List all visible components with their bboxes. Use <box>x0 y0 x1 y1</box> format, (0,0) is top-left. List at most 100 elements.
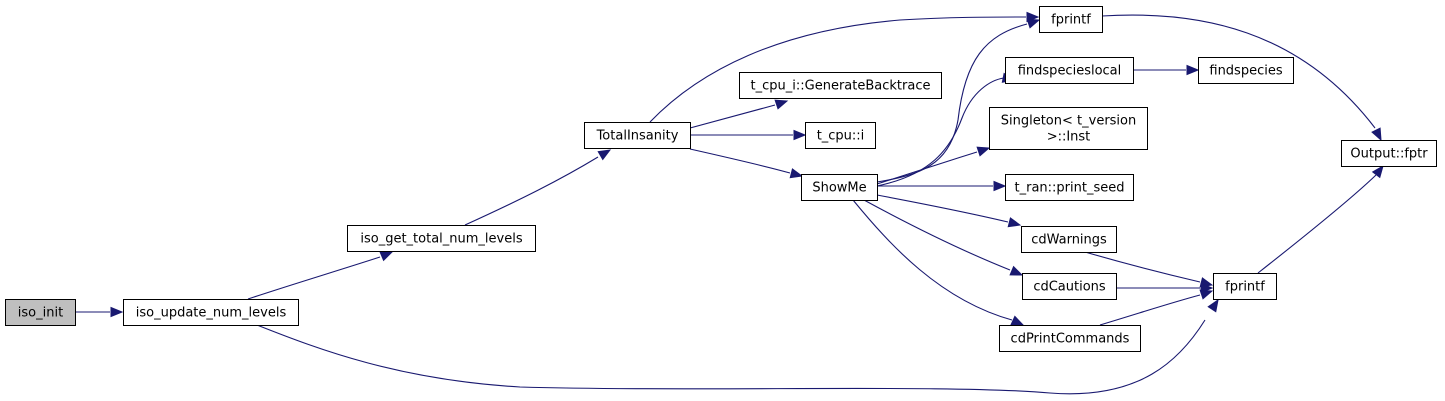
node-findspecies[interactable]: findspecies <box>1198 57 1294 84</box>
node-box[interactable] <box>989 107 1148 150</box>
node-label: fprintf <box>1051 13 1091 28</box>
node-findspecieslocal[interactable]: findspecieslocal <box>1005 57 1134 84</box>
arrowhead-icon <box>1199 289 1214 300</box>
edge-line <box>876 194 1009 223</box>
node-t-cpu-i[interactable]: t_cpu::i <box>805 122 876 149</box>
node-box[interactable] <box>123 299 299 326</box>
node-box[interactable] <box>1198 57 1294 84</box>
edge-line <box>1257 174 1377 274</box>
node-print-seed[interactable]: t_ran::print_seed <box>1005 174 1134 201</box>
node-label: TotalInsanity <box>596 129 679 144</box>
edge-TotalInsanity-to-ShowMe <box>689 148 804 179</box>
node-cdcautions[interactable]: cdCautions <box>1022 273 1117 300</box>
edge-ShowMe-to-SingletonInst <box>876 146 991 185</box>
edge-findspecieslocal-to-findspecies <box>1133 64 1200 76</box>
edge-line <box>876 23 1028 183</box>
arrowhead-icon <box>1026 18 1041 29</box>
node-box[interactable] <box>999 325 1141 352</box>
node-label: iso_init <box>18 306 63 321</box>
edge-line <box>689 104 776 129</box>
edge-line <box>1101 14 1376 129</box>
node-generatebacktrace[interactable]: t_cpu_i::GenerateBacktrace <box>739 72 942 99</box>
edge-line <box>852 199 1013 321</box>
node-iso-update-num-levels[interactable]: iso_update_num_levels <box>123 299 299 326</box>
node-box[interactable] <box>1005 174 1134 201</box>
arrowhead-icon <box>1007 217 1022 228</box>
edge-cdPrintCommands-to-fprintf_bottom <box>1099 289 1214 326</box>
node-output-fptr[interactable]: Output::fptr <box>1341 140 1437 167</box>
node-box[interactable] <box>1022 273 1117 300</box>
node-iso-get-total-num-levels[interactable]: iso_get_total_num_levels <box>347 225 536 252</box>
node-box[interactable] <box>5 299 76 326</box>
edge-fprintf_top-to-Output_fptr <box>1101 14 1382 142</box>
arrowhead-icon <box>1371 164 1384 179</box>
arrowhead-icon <box>110 306 124 318</box>
node-box[interactable] <box>1021 226 1117 253</box>
edge-ShowMe-to-print_seed <box>877 180 1007 192</box>
edge-line <box>256 319 1206 395</box>
node-label: t_cpu_i::GenerateBacktrace <box>751 79 931 94</box>
node-label: ShowMe <box>812 181 866 196</box>
arrowhead-icon <box>1207 298 1219 313</box>
node-box[interactable] <box>1341 140 1437 167</box>
node-label: t_cpu::i <box>817 129 865 144</box>
edge-TotalInsanity-to-t_cpu_i <box>690 129 807 141</box>
edge-ShowMe-to-cdWarnings <box>876 194 1022 228</box>
arrowhead-icon <box>976 146 991 157</box>
arrowhead-icon <box>1010 315 1025 326</box>
node-showme[interactable]: ShowMe <box>801 174 878 201</box>
node-box[interactable] <box>805 122 876 149</box>
arrowhead-icon <box>1186 64 1200 76</box>
arrowhead-icon <box>789 168 804 179</box>
edge-line <box>247 256 381 300</box>
node-label: cdWarnings <box>1031 233 1107 248</box>
arrowhead-icon <box>774 99 789 110</box>
node-fprintf-top[interactable]: fprintf <box>1039 6 1103 33</box>
arrowhead-icon <box>1371 127 1382 142</box>
edge-line <box>876 77 1005 187</box>
node-box[interactable] <box>801 174 878 201</box>
node-label: iso_update_num_levels <box>136 306 287 321</box>
edge-line <box>876 151 978 185</box>
edge-ShowMe-to-cdPrintCommands <box>852 199 1025 326</box>
node-label: cdPrintCommands <box>1011 332 1130 347</box>
node-label: findspecieslocal <box>1018 64 1122 79</box>
edge-fprintf_bottom-to-Output_fptr <box>1257 164 1384 274</box>
node-box[interactable] <box>584 122 691 149</box>
node-iso-init[interactable]: iso_init <box>5 299 76 326</box>
node-label: Singleton< t_version <box>1001 114 1137 129</box>
node-label: Output::fptr <box>1350 147 1428 162</box>
node-box[interactable] <box>1039 6 1103 33</box>
edge-line <box>863 199 1011 271</box>
edge-iso_init-to-iso_update_num_levels <box>75 306 124 318</box>
node-box[interactable] <box>1005 57 1134 84</box>
node-label: findspecies <box>1209 64 1282 79</box>
node-label: >::Inst <box>1047 130 1091 145</box>
edge-TotalInsanity-to-GenerateBacktrace <box>689 99 789 129</box>
node-fprintf-bottom[interactable]: fprintf <box>1213 273 1277 300</box>
arrowhead-icon <box>993 180 1007 192</box>
node-cdwarnings[interactable]: cdWarnings <box>1021 226 1117 253</box>
arrowhead-icon <box>1009 265 1024 276</box>
node-label: fprintf <box>1225 280 1265 295</box>
edge-TotalInsanity-to-fprintf_top <box>649 11 1040 123</box>
edge-iso_update_num_levels-to-iso_get_total_num_levels <box>247 251 394 300</box>
edge-iso_update_num_levels-to-fprintf_bottom <box>256 298 1219 395</box>
nodes-layer: iso_init iso_update_num_levels iso_get_tot… <box>5 6 1437 352</box>
edge-cdCautions-to-fprintf_bottom <box>1116 282 1214 294</box>
node-totalinsanity[interactable]: TotalInsanity <box>584 122 691 149</box>
edge-line <box>1099 294 1201 326</box>
edge-ShowMe-to-cdCautions <box>863 199 1024 276</box>
arrowhead-icon <box>793 129 807 141</box>
node-box[interactable] <box>739 72 942 99</box>
node-cdprintcommands[interactable]: cdPrintCommands <box>999 325 1141 352</box>
arrowhead-icon <box>597 149 612 161</box>
edge-iso_get_total_num_levels-to-TotalInsanity <box>464 149 612 226</box>
edge-line <box>649 16 1027 123</box>
node-label: iso_get_total_num_levels <box>360 232 522 247</box>
edge-line <box>689 148 791 174</box>
node-singletoninst[interactable]: Singleton< t_version>::Inst <box>989 107 1148 150</box>
node-box[interactable] <box>347 225 536 252</box>
node-box[interactable] <box>1213 273 1277 300</box>
arrowhead-icon <box>379 251 394 262</box>
